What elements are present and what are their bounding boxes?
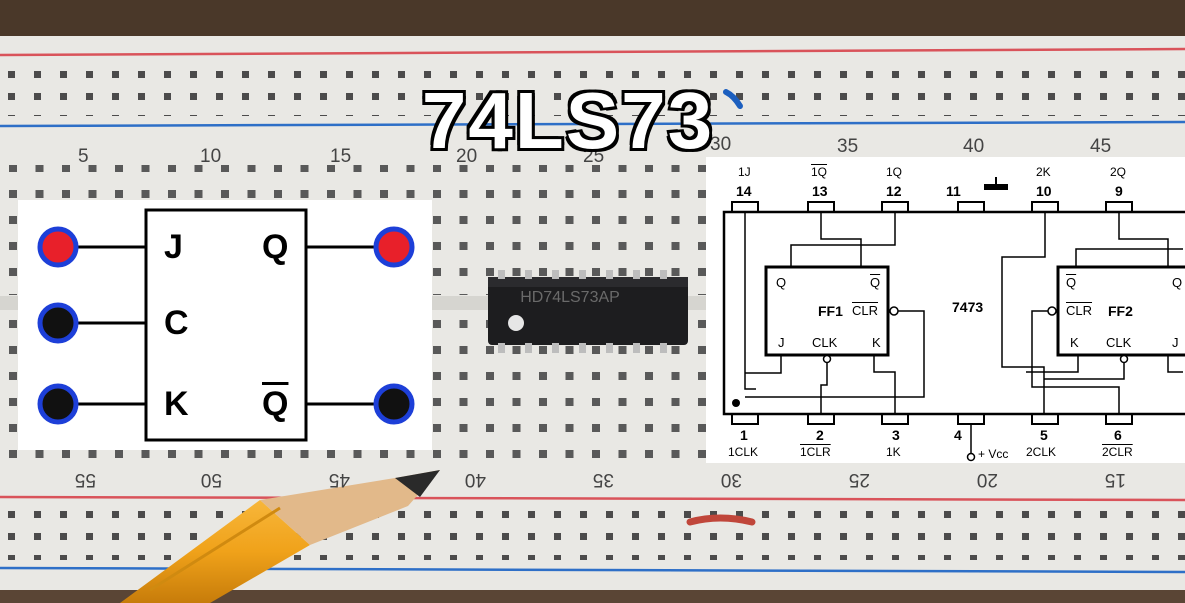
row-number-flipped: 35 [593, 469, 614, 490]
pin-number: 11 [946, 183, 961, 199]
pin-number: 12 [886, 183, 902, 199]
label-qbar: Q [262, 385, 289, 423]
pin-number: 6 [1114, 427, 1122, 443]
row-number: 40 [963, 136, 984, 157]
ff2-j-label: J [1172, 335, 1179, 350]
row-number: 30 [710, 134, 731, 155]
pin-label: 1J [738, 165, 751, 179]
pin-number: 1 [740, 427, 748, 443]
ff1-name: FF1 [818, 303, 843, 319]
pin-number: 4 [954, 427, 962, 443]
ic-part-number: 7473 [952, 299, 984, 315]
jk-flipflop-symbol: J C K Q Q [18, 200, 432, 450]
pin-number: 3 [892, 427, 900, 443]
ff2-qbar-label: Q [1066, 275, 1077, 290]
ic-chip: HD74LS73AP [488, 270, 688, 353]
ff1-qbar-label: Q [870, 275, 881, 290]
pin-label: 1CLK [728, 445, 759, 459]
pin-label: 1K [886, 445, 901, 459]
input-k-led [37, 383, 79, 425]
pin-label: 1Q [886, 165, 903, 179]
pencil [120, 470, 440, 603]
input-j-led [37, 226, 79, 268]
output-qbar-led [373, 383, 415, 425]
pin-label: 2K [1036, 165, 1051, 179]
row-number: 45 [1090, 136, 1111, 157]
output-q-led [373, 226, 415, 268]
pin-number: 5 [1040, 427, 1048, 443]
row-number-flipped: 30 [721, 469, 742, 490]
pin-number: 13 [812, 183, 828, 199]
ff1-clk-label: CLK [812, 335, 838, 350]
ff2-q-label: Q [1172, 275, 1183, 290]
input-clock-led [37, 302, 79, 344]
ff2-k-label: K [1070, 335, 1079, 350]
label-j: J [164, 228, 183, 266]
row-number: 5 [78, 146, 89, 167]
ff2-name: FF2 [1108, 303, 1133, 319]
label-c: C [164, 304, 189, 342]
row-number-flipped: 55 [75, 469, 96, 490]
pin-label: 2CLK [1026, 445, 1057, 459]
row-number: 25 [583, 146, 604, 167]
row-number-flipped: 20 [977, 469, 998, 490]
row-number: 35 [837, 136, 858, 157]
pin-label: + Vcc [978, 447, 1009, 461]
ic-pinout-diagram: 1J 14 1Q 13 1Q 12 11 2K 10 2Q 9 1 1CLK 2… [706, 157, 1185, 463]
pin-number: 2 [816, 427, 824, 443]
ff1-q-label: Q [776, 275, 787, 290]
pin-label: 2Q [1110, 165, 1127, 179]
row-number-flipped: 15 [1105, 469, 1126, 490]
row-number: 15 [330, 146, 351, 167]
label-q: Q [262, 228, 289, 266]
pin-number: 14 [736, 183, 752, 199]
row-number-flipped: 25 [849, 469, 870, 490]
pin-label: 1Q [811, 165, 828, 179]
pin-label: 2CLR [1102, 445, 1133, 459]
ff1-j-label: J [778, 335, 785, 350]
row-number-flipped: 40 [465, 469, 486, 490]
row-number: 20 [456, 146, 477, 167]
pin-number: 9 [1115, 183, 1123, 199]
ff1-k-label: K [872, 335, 881, 350]
ff1-clr-label: CLR [852, 303, 879, 318]
label-k: K [164, 385, 189, 423]
pin-label: 1CLR [800, 445, 831, 459]
row-number-flipped: 50 [201, 469, 222, 490]
row-number-flipped: 45 [329, 469, 350, 490]
ff2-clk-label: CLK [1106, 335, 1132, 350]
video-title: 74LS73 [421, 76, 715, 165]
ff2-clr-label: CLR [1066, 303, 1093, 318]
chip-marking: HD74LS73AP [520, 289, 620, 306]
row-number: 10 [200, 146, 221, 167]
pin-number: 10 [1036, 183, 1052, 199]
